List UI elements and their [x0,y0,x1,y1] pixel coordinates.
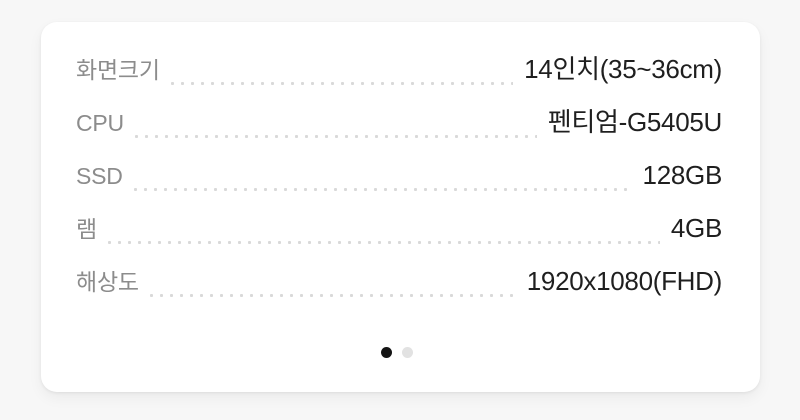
spec-row: CPU 펜티엄-G5405U [76,109,722,162]
dotted-leader [170,81,514,85]
dotted-leader [134,134,537,138]
spec-label: SSD [76,163,123,189]
spec-list: 화면크기 14인치(35~36cm) CPU 펜티엄-G5405U SSD 12… [76,56,722,321]
spec-row: SSD 128GB [76,162,722,215]
dotted-leader [107,240,660,244]
spec-label: 화면크기 [76,57,160,83]
spec-card: 화면크기 14인치(35~36cm) CPU 펜티엄-G5405U SSD 12… [41,22,760,392]
pagination-dots[interactable] [74,347,720,358]
spec-label: 램 [76,216,97,242]
spec-value: 128GB [642,162,722,190]
dotted-leader [149,293,516,297]
spec-value: 펜티엄-G5405U [547,109,722,137]
spec-label: CPU [76,110,124,136]
spec-row: 화면크기 14인치(35~36cm) [76,56,722,109]
pagination-dot-2[interactable] [402,347,413,358]
spec-value: 4GB [670,215,722,243]
spec-value: 14인치(35~36cm) [524,56,722,84]
spec-label: 해상도 [76,269,139,295]
dotted-leader [133,187,632,191]
spec-value: 1920x1080(FHD) [526,268,722,296]
pagination-dot-1[interactable] [381,347,392,358]
spec-row: 램 4GB [76,215,722,268]
spec-row: 해상도 1920x1080(FHD) [76,268,722,321]
